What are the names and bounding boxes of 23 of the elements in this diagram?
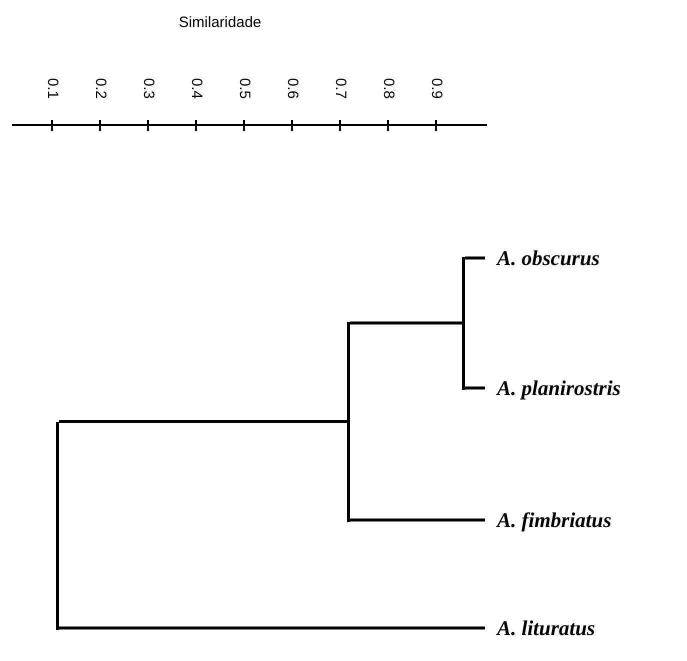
branch-line (465, 256, 485, 260)
branch-line (350, 518, 485, 522)
species-label: A. fimbriatus (485, 507, 612, 533)
tick-label: 0.2 (92, 78, 108, 99)
branch-line (350, 322, 462, 324)
branch-line (59, 420, 347, 423)
tick-label: 0.6 (284, 78, 300, 99)
branch-line (59, 626, 485, 630)
dendrogram-branch (56, 422, 59, 630)
species-label: A. planirostris (485, 375, 621, 401)
axis-title: Similaridade (178, 14, 262, 31)
species-label: A. obscurus (485, 245, 600, 271)
tick-label: 0.5 (236, 78, 252, 99)
branch-line (465, 386, 485, 390)
dendrogram-branch (347, 322, 350, 522)
tick-label: 0.4 (188, 78, 204, 99)
tick-label: 0.7 (332, 78, 348, 99)
tick-label: 0.9 (428, 78, 444, 99)
tick-label: 0.3 (140, 78, 156, 99)
dendrogram-branch (462, 256, 465, 390)
tick-label: 0.1 (44, 78, 60, 99)
tick-label: 0.8 (380, 78, 396, 99)
species-label: A. lituratus (485, 615, 596, 641)
